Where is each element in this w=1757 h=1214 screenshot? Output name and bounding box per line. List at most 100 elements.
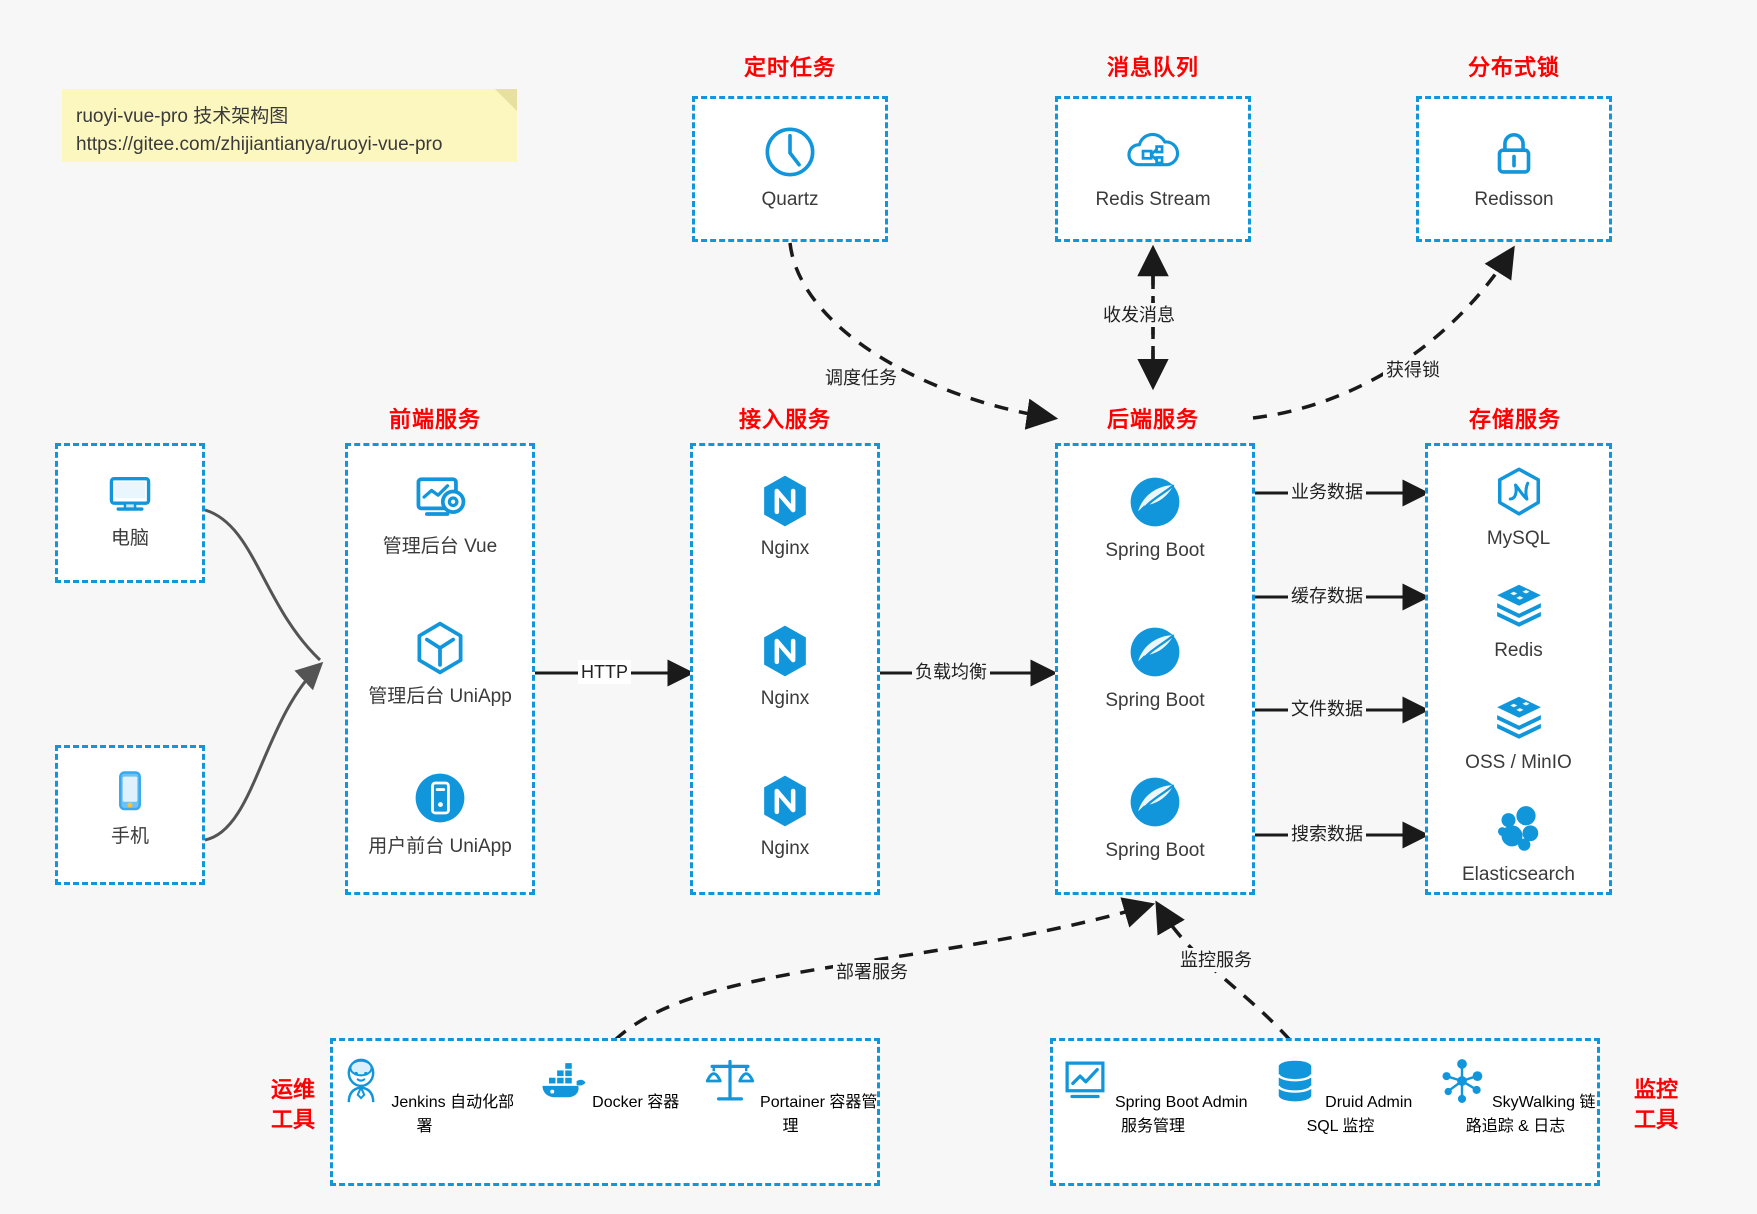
node-desktop[interactable]: 电脑	[58, 466, 202, 551]
group-box-devops[interactable]: Jenkins 自动化部署 Docker 容器	[330, 1038, 880, 1186]
group-title-monitoring: 监控 工具	[1616, 1075, 1696, 1135]
node-druid-admin[interactable]: Druid Admin SQL 监控	[1253, 1055, 1428, 1136]
edge-label-http: HTTP	[578, 660, 631, 684]
node-sublabel: 链路追踪 & 日志	[1465, 1094, 1596, 1135]
docker-icon	[542, 1063, 586, 1098]
node-docker[interactable]: Docker 容器	[516, 1055, 699, 1112]
nginx-icon	[764, 775, 806, 827]
spring-boot-icon	[1130, 627, 1180, 677]
edge-label-lock: 获得锁	[1383, 358, 1443, 382]
database-icon	[1277, 1060, 1313, 1102]
dashboard-gear-icon	[416, 477, 466, 516]
monitoring-title-line-2: 工具	[1633, 1107, 1678, 1132]
oss-minio-icon	[1496, 696, 1541, 739]
node-redis-stream[interactable]: Redis Stream	[1058, 123, 1248, 212]
node-label: Redisson	[1474, 189, 1554, 210]
node-label: Druid Admin	[1325, 1094, 1413, 1111]
node-sublabel: 服务管理	[1120, 1118, 1185, 1135]
node-label: Spring Boot	[1105, 690, 1205, 711]
group-title-distributed-lock: 分布式锁	[1467, 55, 1560, 80]
smartphone-icon	[119, 771, 141, 811]
edge-label-load-balance: 负载均衡	[912, 660, 990, 684]
scales-icon	[705, 1059, 754, 1101]
group-box-monitoring[interactable]: Spring Boot Admin 服务管理 Druid Admin SQL 监…	[1050, 1038, 1600, 1186]
node-label: Redis Stream	[1095, 189, 1211, 210]
node-admin-uniapp[interactable]: 管理后台 UniApp	[348, 618, 532, 709]
node-jenkins[interactable]: Jenkins 自动化部署	[333, 1055, 516, 1136]
mobile-circle-icon	[415, 773, 465, 823]
node-oss-minio[interactable]: OSS / MinIO	[1428, 688, 1609, 775]
title-note: ruoyi-vue-pro 技术架构图 https://gitee.com/zh…	[62, 89, 517, 162]
group-box-frontend[interactable]: 管理后台 Vue 管理后台 UniApp 用户前台 UniApp	[345, 443, 535, 895]
node-label: Redis	[1494, 640, 1543, 661]
edge-label-schedule: 调度任务	[822, 366, 900, 390]
node-label: 电脑	[110, 528, 149, 549]
node-admin-vue[interactable]: 管理后台 Vue	[348, 468, 532, 559]
node-spring-boot-1[interactable]: Spring Boot	[1058, 472, 1252, 563]
node-label: Elasticsearch	[1462, 864, 1575, 885]
monitor-chart-icon	[1065, 1061, 1104, 1099]
node-user-uniapp[interactable]: 用户前台 UniApp	[348, 768, 532, 859]
cube-icon	[417, 621, 463, 675]
lock-icon	[1497, 132, 1531, 174]
node-label: 管理后台 UniApp	[368, 686, 512, 707]
note-fold-icon	[495, 89, 517, 111]
node-quartz[interactable]: Quartz	[695, 123, 885, 212]
node-elasticsearch[interactable]: Elasticsearch	[1428, 800, 1609, 887]
node-label: Nginx	[760, 688, 810, 709]
group-box-gateway[interactable]: Nginx Nginx Nginx	[690, 443, 880, 895]
group-box-scheduled-task[interactable]: Quartz	[692, 96, 888, 242]
nginx-icon	[764, 625, 806, 677]
node-label: Nginx	[760, 538, 810, 559]
node-phone[interactable]: 手机	[58, 766, 202, 849]
node-sublabel: 容器管理	[782, 1094, 878, 1135]
note-line-2: https://gitee.com/zhijiantianya/ruoyi-vu…	[76, 134, 443, 155]
node-label: 用户前台 UniApp	[368, 836, 512, 857]
node-label: Nginx	[760, 838, 810, 859]
note-line-1: ruoyi-vue-pro 技术架构图	[76, 106, 289, 127]
node-mysql[interactable]: MySQL	[1428, 464, 1609, 551]
node-label: Jenkins	[391, 1094, 446, 1111]
node-redis[interactable]: Redis	[1428, 576, 1609, 663]
node-label: Docker	[592, 1094, 643, 1111]
devops-title-line-2: 工具	[270, 1107, 315, 1132]
edge-label-business-data: 业务数据	[1288, 480, 1366, 504]
node-label: OSS / MinIO	[1465, 752, 1572, 773]
node-label: MySQL	[1486, 528, 1551, 549]
skywalking-icon	[1442, 1059, 1482, 1103]
group-title-frontend: 前端服务	[388, 407, 481, 432]
elasticsearch-icon	[1497, 806, 1538, 851]
node-label: 手机	[110, 826, 149, 847]
group-box-message-queue[interactable]: Redis Stream	[1055, 96, 1251, 242]
desktop-icon	[109, 476, 151, 511]
client-box-phone[interactable]: 手机	[55, 745, 205, 885]
node-spring-boot-3[interactable]: Spring Boot	[1058, 772, 1252, 863]
edge-label-cache-data: 缓存数据	[1288, 584, 1366, 608]
node-spring-boot-2[interactable]: Spring Boot	[1058, 622, 1252, 713]
group-box-storage[interactable]: MySQL Redis OSS / MinIO	[1425, 443, 1612, 895]
group-title-devops: 运维 工具	[258, 1075, 328, 1135]
node-nginx-3[interactable]: Nginx	[693, 772, 877, 861]
group-title-gateway: 接入服务	[738, 407, 831, 432]
redis-icon	[1496, 584, 1541, 627]
node-label: Spring Boot	[1105, 540, 1205, 561]
node-sublabel: SQL 监控	[1306, 1118, 1375, 1135]
node-sublabel: 容器	[647, 1094, 680, 1111]
group-title-message-queue: 消息队列	[1106, 55, 1199, 80]
edge-label-deploy-service: 部署服务	[833, 960, 911, 984]
node-spring-boot-admin[interactable]: Spring Boot Admin 服务管理	[1053, 1055, 1253, 1136]
group-title-scheduled-task: 定时任务	[743, 55, 836, 80]
node-portainer[interactable]: Portainer 容器管理	[699, 1055, 882, 1136]
client-box-desktop[interactable]: 电脑	[55, 443, 205, 583]
group-box-distributed-lock[interactable]: Redisson	[1416, 96, 1612, 242]
group-box-backend[interactable]: Spring Boot Spring Boot Spring Boot	[1055, 443, 1255, 895]
group-title-backend: 后端服务	[1106, 407, 1199, 432]
node-nginx-2[interactable]: Nginx	[693, 622, 877, 711]
node-label: SkyWalking	[1492, 1094, 1575, 1111]
mysql-icon	[1497, 467, 1540, 516]
node-nginx-1[interactable]: Nginx	[693, 472, 877, 561]
node-redisson[interactable]: Redisson	[1419, 123, 1609, 212]
node-skywalking[interactable]: SkyWalking 链路追踪 & 日志	[1428, 1055, 1603, 1136]
cloud-stream-icon	[1127, 132, 1180, 167]
